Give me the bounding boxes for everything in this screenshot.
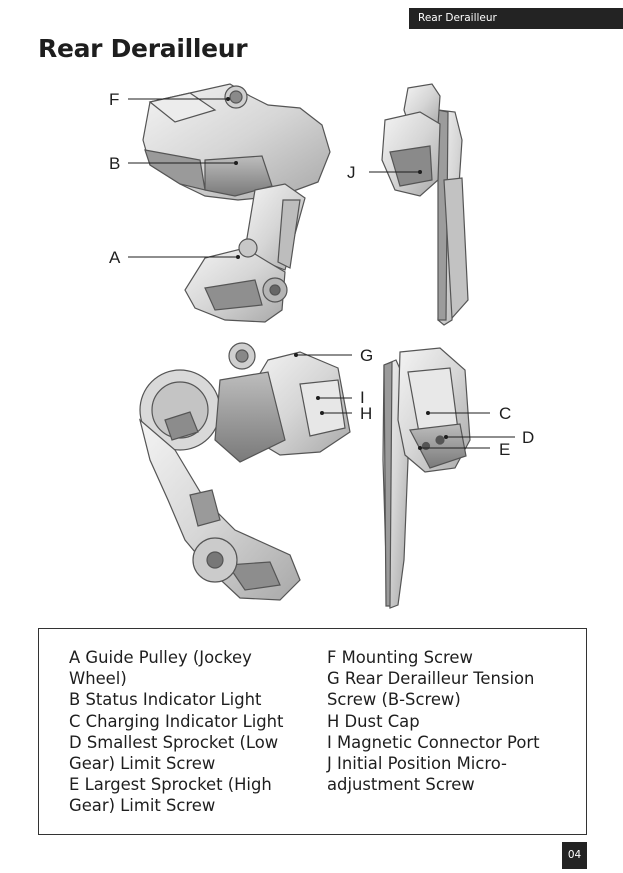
legend-item-j: J Initial Position Micro-adjustment Scre…	[327, 753, 572, 795]
legend-item-g: G Rear Derailleur Tension Screw (B-Screw…	[327, 668, 572, 710]
legend-item-i: I Magnetic Connector Port	[327, 732, 572, 753]
parts-legend-box: A Guide Pulley (Jockey Wheel) B Status I…	[38, 628, 587, 835]
legend-item-f: F Mounting Screw	[327, 647, 572, 668]
legend-column-left: A Guide Pulley (Jockey Wheel) B Status I…	[69, 647, 314, 817]
callout-a: A	[109, 248, 121, 267]
callout-c: C	[499, 404, 511, 423]
page-number: 04	[562, 842, 587, 869]
callout-j: J	[347, 163, 356, 182]
callout-f: F	[109, 90, 119, 109]
derailleur-illustrations: F B A J G I H C D E	[0, 0, 623, 620]
callout-h: H	[360, 404, 372, 423]
callout-e: E	[499, 440, 510, 459]
callout-b: B	[109, 154, 120, 173]
legend-item-e: E Largest Sprocket (High Gear) Limit Scr…	[69, 774, 314, 816]
legend-column-right: F Mounting Screw G Rear Derailleur Tensi…	[327, 647, 572, 795]
legend-item-b: B Status Indicator Light	[69, 689, 314, 710]
derailleur-bottom-left-view	[140, 343, 350, 600]
legend-item-d: D Smallest Sprocket (Low Gear) Limit Scr…	[69, 732, 314, 774]
derailleur-bottom-right-view	[383, 348, 470, 608]
derailleur-top-right-view	[382, 84, 468, 325]
legend-item-a: A Guide Pulley (Jockey Wheel)	[69, 647, 314, 689]
legend-item-h: H Dust Cap	[327, 711, 572, 732]
callout-d: D	[522, 428, 534, 447]
callout-g: G	[360, 346, 373, 365]
legend-item-c: C Charging Indicator Light	[69, 711, 314, 732]
derailleur-top-left-view	[143, 84, 330, 322]
